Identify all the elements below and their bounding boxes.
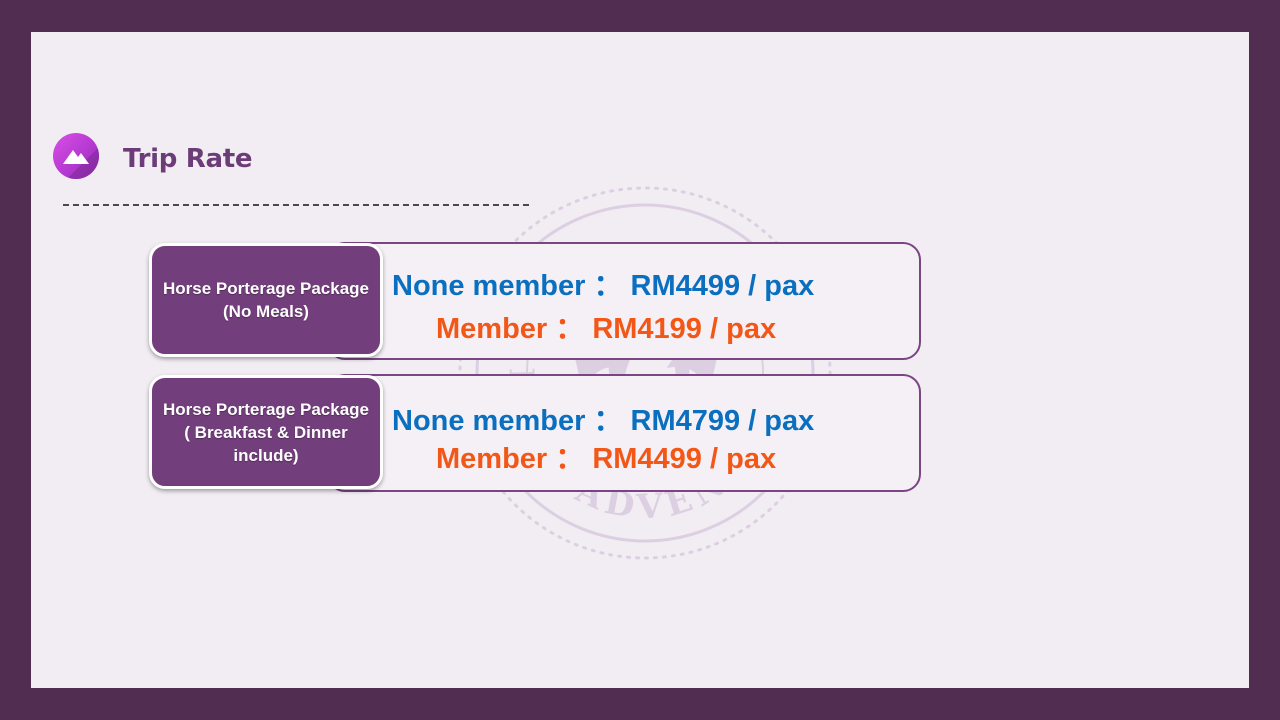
member-price: Member ： RM4199 / pax xyxy=(436,313,777,345)
non-member-price: None member ： RM4499 / pax xyxy=(392,270,815,302)
non-member-price: None member ： RM4799 / pax xyxy=(392,405,815,437)
price-box xyxy=(327,374,921,492)
package-tab: Horse Porterage Package ( Breakfast & Di… xyxy=(149,375,383,489)
member-price: Member ： RM4499 / pax xyxy=(436,443,777,475)
package-tab: Horse Porterage Package (No Meals) xyxy=(149,243,383,357)
mountain-icon xyxy=(53,133,99,179)
package-label: Horse Porterage Package (No Meals) xyxy=(163,279,369,321)
page-title: Trip Rate xyxy=(123,144,253,174)
price-box xyxy=(327,242,921,360)
package-label: Horse Porterage Package ( Breakfast & Di… xyxy=(163,399,369,465)
rate-card: Horse Porterage Package ( Breakfast & Di… xyxy=(149,374,921,492)
rate-card: Horse Porterage Package (No Meals) None … xyxy=(149,242,921,360)
divider xyxy=(63,204,529,206)
slide: NOVA ADVENTURE Trip Rate Horse Porterage… xyxy=(31,32,1249,688)
watermark-logo: NOVA ADVENTURE xyxy=(458,186,832,560)
